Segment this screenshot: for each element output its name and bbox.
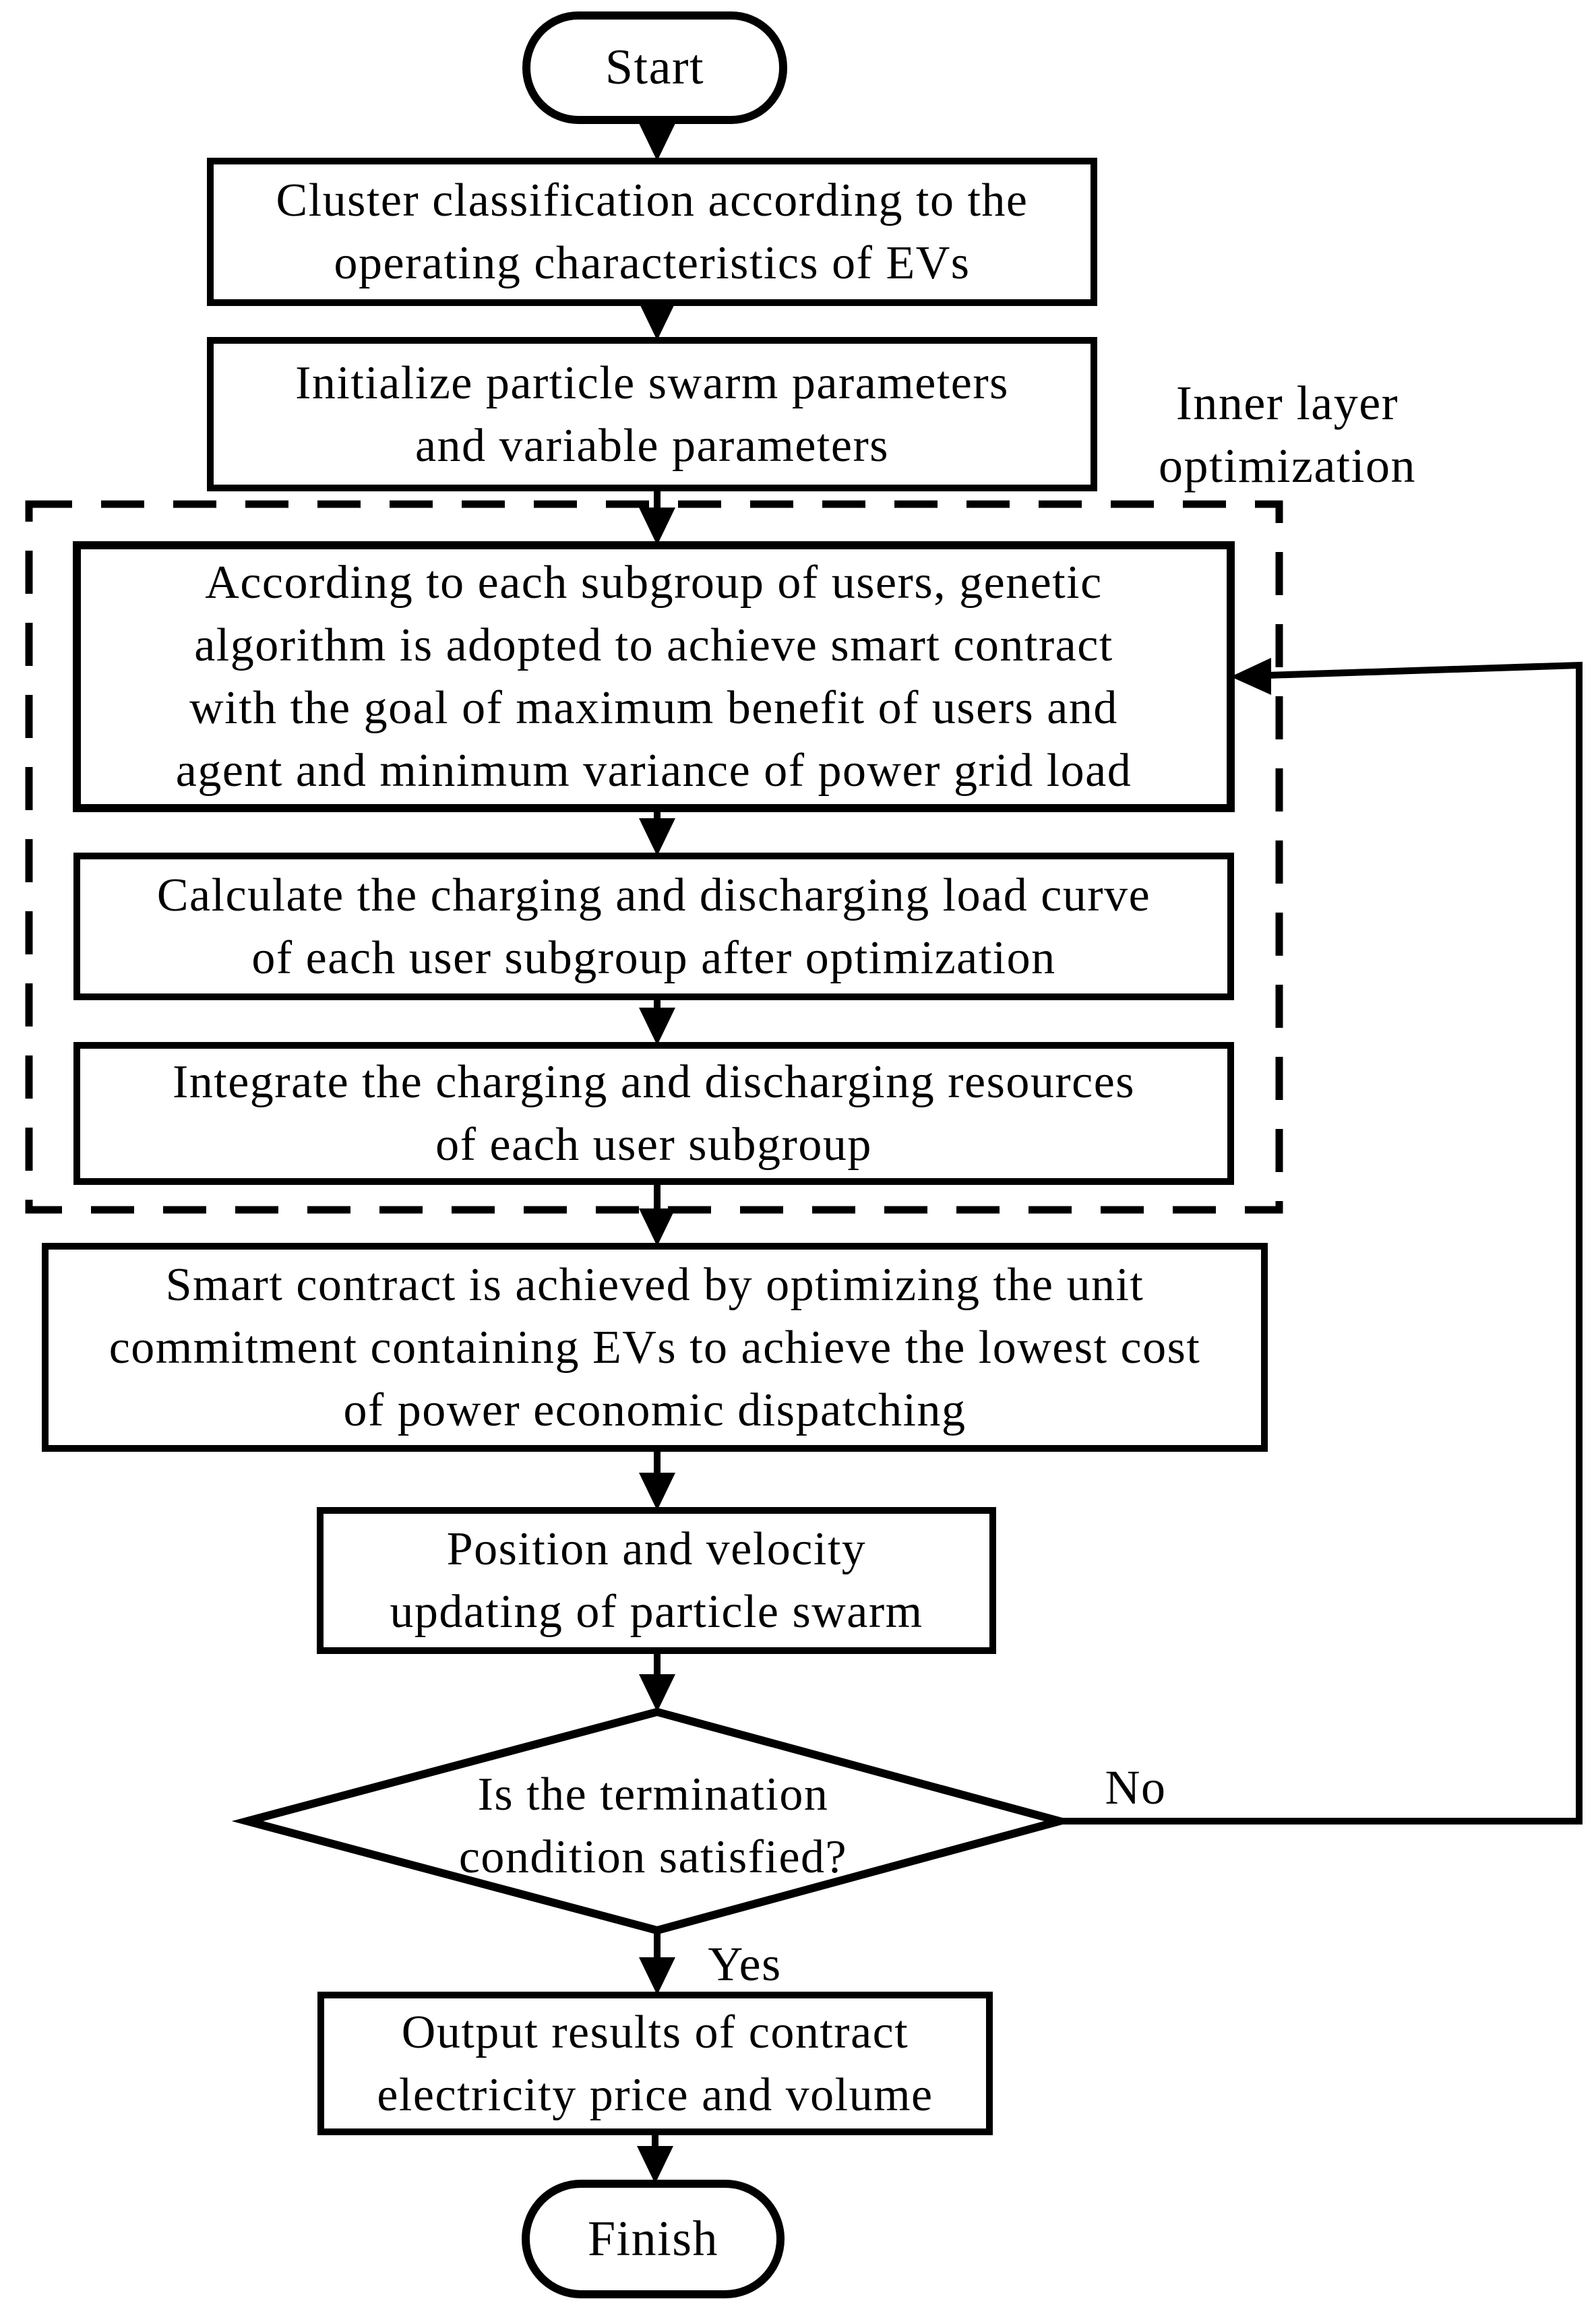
inner-layer-dashed-boundary	[25, 500, 1283, 1214]
edge-cluster-to-initialize	[639, 303, 675, 340]
node-label-smart-contract: Smart contract is achieved by optimizing…	[109, 1258, 1201, 1436]
process-box-calculate-load-curve	[73, 853, 1234, 1000]
edge-integrate-to-smart-contract	[639, 1182, 675, 1246]
node-label-termination-check: Is the termination condition satisfied?	[458, 1769, 848, 1883]
node-label-position-velocity: Position and velocity updating of partic…	[390, 1523, 923, 1638]
start-terminator-shape	[522, 11, 787, 124]
branch-label-no: No	[1105, 1760, 1167, 1814]
node-label-initialize-pso: Initialize particle swarm parameters and…	[295, 357, 1009, 472]
process-box-integrate-resources	[73, 1042, 1234, 1185]
node-label-finish: Finish	[587, 2211, 719, 2267]
edge-start-to-cluster	[639, 120, 675, 161]
edge-smart-contract-to-position	[639, 1448, 675, 1510]
node-label-start: Start	[605, 40, 705, 95]
process-box-initialize-pso	[207, 337, 1097, 491]
edge-calculate-to-integrate	[639, 997, 675, 1045]
edge-initialize-to-genetic	[639, 488, 675, 545]
edge-output-to-finish	[637, 2132, 673, 2184]
arrowhead-into-genetic-box	[1231, 658, 1271, 695]
process-box-smart-contract	[42, 1243, 1268, 1452]
process-box-cluster-classification	[207, 158, 1097, 306]
process-box-genetic-algorithm	[73, 541, 1235, 812]
node-label-output-results: Output results of contract electricity p…	[377, 2006, 933, 2121]
annotation-inner-layer-optimization: Inner layer optimization	[1159, 376, 1416, 493]
node-label-calculate-load-curve: Calculate the charging and discharging l…	[156, 869, 1151, 984]
process-box-position-velocity	[317, 1507, 996, 1654]
node-label-integrate-resources: Integrate the charging and discharging r…	[172, 1056, 1136, 1171]
process-box-output-results	[317, 1992, 993, 2135]
node-label-cluster-classification: Cluster classification according to the …	[276, 175, 1029, 289]
edge-no-feedback	[1060, 658, 1583, 1825]
edge-genetic-to-calculate	[639, 808, 675, 856]
branch-label-yes: Yes	[708, 1936, 782, 1991]
finish-terminator-shape	[522, 2180, 785, 2298]
decision-diamond-termination	[231, 1707, 1075, 1935]
edge-position-to-decision	[639, 1651, 675, 1712]
node-label-genetic-algorithm: According to each subgroup of users, gen…	[175, 557, 1132, 797]
edge-decision-to-output-yes	[639, 1930, 675, 1995]
